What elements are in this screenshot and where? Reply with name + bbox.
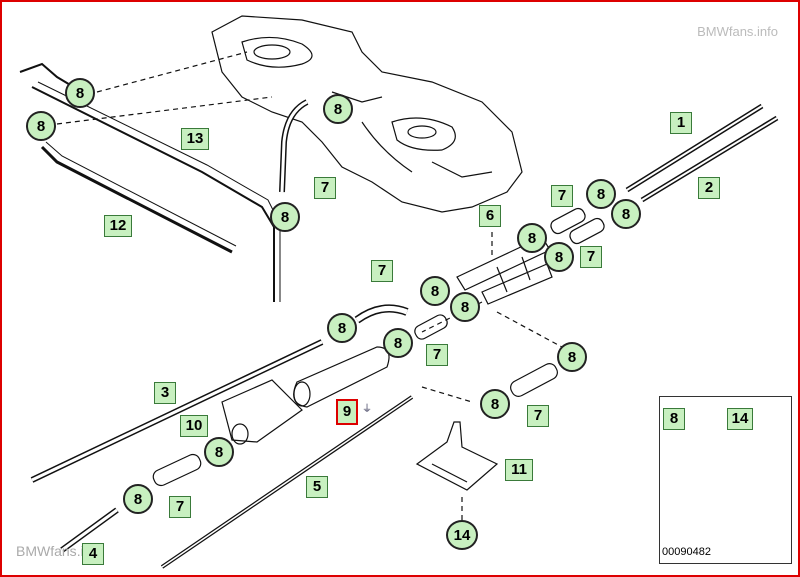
- part-callout-8-m[interactable]: 8: [557, 342, 587, 372]
- part-callout-11[interactable]: 11: [505, 459, 533, 481]
- part-callout-8-f[interactable]: 8: [611, 199, 641, 229]
- part-callout-7-center[interactable]: 7: [426, 344, 448, 366]
- inset-callout-14[interactable]: 14: [727, 408, 753, 430]
- part-callout-8-b[interactable]: 8: [26, 111, 56, 141]
- inset-callout-8[interactable]: 8: [663, 408, 685, 430]
- part-callout-13[interactable]: 13: [181, 128, 209, 150]
- watermark-suffix: .info: [753, 24, 778, 39]
- part-callout-14[interactable]: 14: [446, 520, 478, 550]
- part-callout-7-mid-hose[interactable]: 7: [371, 260, 393, 282]
- part-callout-6[interactable]: 6: [479, 205, 501, 227]
- part-callout-8-k[interactable]: 8: [327, 313, 357, 343]
- part-callout-8-p[interactable]: 8: [123, 484, 153, 514]
- part-callout-8-h[interactable]: 8: [544, 242, 574, 272]
- fuel-tank: [211, 15, 523, 213]
- part-callout-7-right-lower[interactable]: 7: [580, 246, 602, 268]
- part-callout-8-o[interactable]: 8: [204, 437, 234, 467]
- part-callout-7-tank-hose[interactable]: 7: [314, 177, 336, 199]
- part-callout-8-d[interactable]: 8: [270, 202, 300, 232]
- part-callout-1[interactable]: 1: [670, 112, 692, 134]
- part-callout-10[interactable]: 10: [180, 415, 208, 437]
- part-callout-7-lower-left[interactable]: 7: [169, 496, 191, 518]
- part-callout-12[interactable]: 12: [104, 215, 132, 237]
- watermark-brand: BMWfans: [16, 543, 77, 559]
- part-callout-8-n[interactable]: 8: [480, 389, 510, 419]
- part-callout-8-c[interactable]: 8: [323, 94, 353, 124]
- part-callout-7-right-upper[interactable]: 7: [551, 185, 573, 207]
- part-callout-8-e[interactable]: 8: [586, 179, 616, 209]
- watermark-brand: BMWfans: [697, 24, 754, 39]
- part-callout-7-right-mid[interactable]: 7: [527, 405, 549, 427]
- part-callout-2[interactable]: 2: [698, 177, 720, 199]
- part-callout-8-j[interactable]: 8: [450, 292, 480, 322]
- diagram-reference-code: 00090482: [662, 546, 711, 558]
- part-callout-4[interactable]: 4: [82, 543, 104, 565]
- part-callout-3[interactable]: 3: [154, 382, 176, 404]
- filter-flow-symbol-icon: ⏚: [362, 404, 372, 415]
- part-callout-8-l[interactable]: 8: [383, 328, 413, 358]
- watermark-top: BMWfans.info: [697, 16, 778, 42]
- part-callout-5[interactable]: 5: [306, 476, 328, 498]
- part-callout-8-i[interactable]: 8: [420, 276, 450, 306]
- part-callout-8-a[interactable]: 8: [65, 78, 95, 108]
- part-callout-8-g[interactable]: 8: [517, 223, 547, 253]
- part-callout-9-highlighted[interactable]: 9: [336, 399, 358, 425]
